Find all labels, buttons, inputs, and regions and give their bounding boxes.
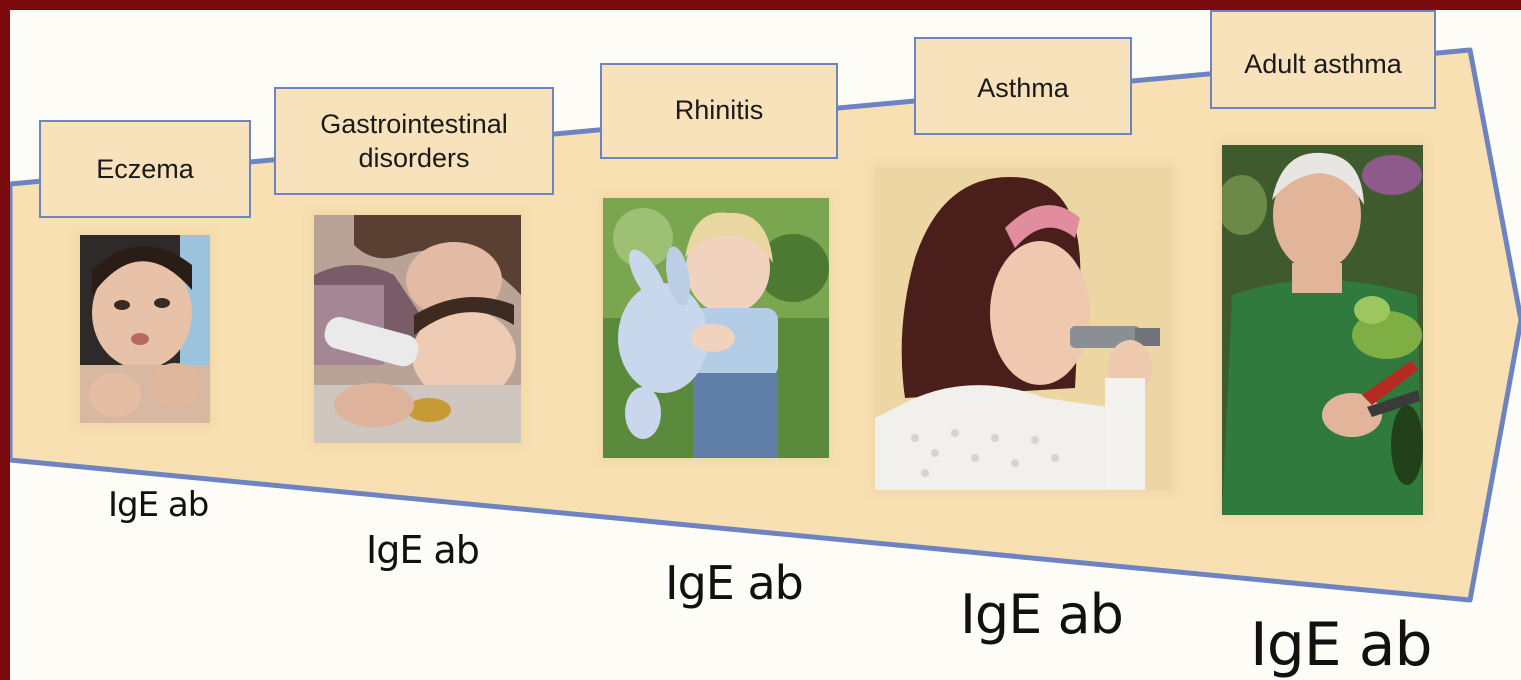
ige-label-3: IgE ab (665, 556, 803, 610)
stage-label-rhinitis: Rhinitis (675, 93, 764, 127)
ige-label-1: IgE ab (108, 485, 208, 525)
photo-mother-feeding (314, 215, 521, 443)
stage-box-asthma: Asthma (914, 37, 1132, 135)
photo-toddler-bunny (603, 198, 829, 458)
stage-label-eczema: Eczema (96, 152, 194, 186)
stage-label-line2: disorders (320, 141, 508, 175)
stage-label-gastrointestinal: Gastrointestinal disorders (320, 107, 508, 175)
diagram-frame: Eczema Gastrointestinal disorders Rhinit… (10, 10, 1521, 680)
photo-girl-peak-flow (875, 168, 1172, 490)
stage-box-rhinitis: Rhinitis (600, 63, 838, 159)
stage-box-adult-asthma: Adult asthma (1210, 10, 1436, 109)
ige-label-5: IgE ab (1250, 610, 1432, 680)
stage-box-eczema: Eczema (39, 120, 251, 218)
ige-label-2: IgE ab (366, 528, 479, 572)
stage-label-line1: Gastrointestinal (320, 107, 508, 141)
ige-label-4: IgE ab (960, 583, 1123, 646)
stage-label-adult-asthma: Adult asthma (1244, 47, 1402, 81)
stage-box-gastrointestinal: Gastrointestinal disorders (274, 87, 554, 195)
stage-label-asthma: Asthma (977, 71, 1069, 105)
photo-older-man (1222, 145, 1423, 515)
photo-infant (80, 235, 210, 423)
